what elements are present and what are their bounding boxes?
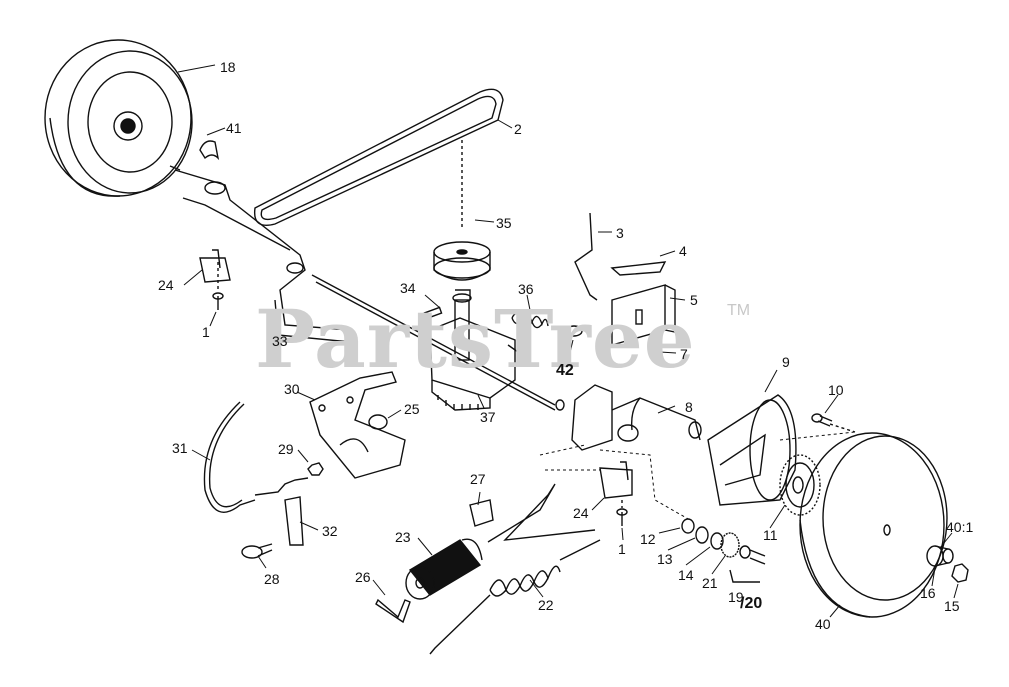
washer-12 <box>681 518 695 534</box>
bolt-10 <box>811 413 856 433</box>
callout-7: 7 <box>680 346 688 362</box>
callout-30: 30 <box>284 381 300 397</box>
bolt-28 <box>241 543 273 559</box>
callout-13: 13 <box>657 551 673 567</box>
callout-20: /20 <box>740 595 763 612</box>
callout-5: 5 <box>690 292 698 308</box>
nut-15 <box>951 563 969 583</box>
callout-32: 32 <box>322 523 338 539</box>
callout-27: 27 <box>470 471 486 487</box>
screw-7 <box>650 340 662 358</box>
spring-22 <box>429 539 601 655</box>
callout-19: 19 <box>728 589 744 605</box>
callout-23: 23 <box>395 529 411 545</box>
trademark-symbol: TM <box>727 302 751 319</box>
pinion-21 <box>720 532 740 558</box>
cable-31 <box>203 401 309 513</box>
washer-14 <box>710 532 724 550</box>
callout-24-right: 24 <box>573 505 589 521</box>
callout-28: 28 <box>264 571 280 587</box>
clip-41 <box>199 140 220 161</box>
assembly-guide-lines <box>539 431 856 521</box>
gearbox-37 <box>419 289 519 411</box>
control-rod <box>487 483 596 543</box>
callout-24-left: 24 <box>158 277 174 293</box>
callout-25: 25 <box>404 401 420 417</box>
washer-42 <box>565 325 583 337</box>
callout-1-right: 1 <box>618 541 626 557</box>
pin-34 <box>423 306 443 320</box>
callout-18: 18 <box>220 59 236 75</box>
callout-10: 10 <box>828 382 844 398</box>
callout-21: 21 <box>702 575 718 591</box>
callout-31: 31 <box>172 440 188 456</box>
bracket-24-left <box>199 249 231 290</box>
bushing-16 <box>926 545 954 567</box>
nut-25 <box>368 414 388 430</box>
callout-26: 26 <box>355 569 371 585</box>
callout-11: 11 <box>763 527 778 543</box>
rod-3 <box>574 212 598 301</box>
key-26 <box>375 598 411 624</box>
bracket-32 <box>284 496 304 546</box>
block-5 <box>611 284 676 346</box>
callout-15: 15 <box>944 598 960 614</box>
callout-22: 22 <box>538 597 554 613</box>
callout-40-1: 40:1 <box>946 519 974 535</box>
axle-bracket-33 <box>169 165 353 343</box>
rear-wheel-40 <box>799 432 948 618</box>
callout-8: 8 <box>685 399 693 415</box>
nut-29 <box>307 462 324 476</box>
pulley-35 <box>433 241 491 281</box>
clip-27 <box>469 499 494 527</box>
bracket-30 <box>309 371 406 479</box>
callout-41: 41 <box>226 120 242 136</box>
front-wheel-18 <box>44 39 193 197</box>
callout-3: 3 <box>616 225 624 241</box>
callout-14: 14 <box>678 567 694 583</box>
roller-23 <box>405 538 483 600</box>
drive-housing-8 <box>571 384 702 451</box>
callout-29: 29 <box>278 441 294 457</box>
gear-11 <box>779 454 821 516</box>
washer-13 <box>695 526 709 544</box>
callout-37: 37 <box>480 409 496 425</box>
callout-1-left: 1 <box>202 324 210 340</box>
callout-42: 42 <box>556 362 574 379</box>
callout-35: 35 <box>496 215 512 231</box>
gear-cover-9 <box>707 394 797 506</box>
callout-16: 16 <box>920 585 936 601</box>
bracket-24-right <box>599 461 633 508</box>
callout-12: 12 <box>640 531 656 547</box>
callout-2: 2 <box>514 121 522 137</box>
rear-axle-rod <box>311 274 565 411</box>
plate-4 <box>610 261 667 276</box>
callout-36: 36 <box>518 281 534 297</box>
screw-1-right <box>616 508 628 526</box>
drive-belt-2 <box>253 88 504 230</box>
bolt-19 <box>729 545 766 583</box>
callout-9: 9 <box>782 354 790 370</box>
spring-36 <box>511 312 549 329</box>
leader-lines <box>177 64 959 618</box>
screw-1-left <box>212 292 224 310</box>
callout-33: 33 <box>272 333 288 349</box>
callout-40: 40 <box>815 616 831 632</box>
callout-4: 4 <box>679 243 687 259</box>
callout-34: 34 <box>400 280 416 296</box>
